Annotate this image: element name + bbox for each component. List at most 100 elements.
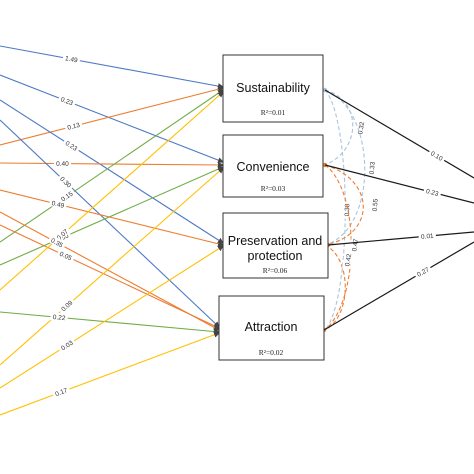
correlation-label-bg [342,250,353,270]
left-path-label: 0.05 [58,251,73,263]
correlation-label-wrap: 0.47 [349,235,360,255]
left-path-label-bg [57,172,76,191]
left-path-line [0,311,220,335]
right-path-label-bg [423,185,442,198]
left-paths-group: 1.490.230.130.230.400.300.150.490.600.05… [0,45,224,416]
preservation-box-rect [222,212,329,279]
left-path-label-bg [50,312,69,322]
correlation-arc [324,89,366,246]
preservation-r2: R²=0.06 [263,266,288,275]
correlation-label: 0.33 [369,161,377,175]
left-path-label: 0.17 [54,387,69,398]
convenience-r2: R²=0.03 [261,184,286,193]
right-path-label: 0.01 [421,233,435,241]
correlation-label: 0.32 [357,121,366,135]
convenience-title: Convenience [237,160,310,174]
correlations-group: 0.32 0.33 0.30 0.55 0.470.42 [321,87,380,333]
left-path-label-bg [64,119,83,132]
right-path-line [327,231,474,246]
sustainability-r2: R²=0.01 [261,108,286,117]
correlation-label-wrap: 0.30 [342,201,351,219]
attraction-title: Attraction [245,320,298,334]
right-path-label-bg [413,263,433,280]
preservation-title-line2: protection [248,249,303,263]
correlation-label-wrap: 0.32 [355,118,366,138]
correlation-label-wrap: 0.42 [342,250,353,270]
left-path-line [0,45,224,90]
left-path-line [0,86,224,146]
left-path-label-wrap: 0.40 [53,158,72,168]
left-path-label-wrap: 0.23 [57,93,77,108]
left-path-line [0,89,224,243]
attraction-box: Attraction R²=0.02 [218,295,325,361]
left-path-line [0,74,224,163]
sustainability-title: Sustainability [236,81,310,95]
correlation-arc [324,89,346,331]
left-path-label-bg [57,296,76,315]
sustainability-box: Sustainability R²=0.01 [222,54,324,123]
left-path-label-bg [56,248,76,263]
left-path-line [0,211,220,331]
correlation-label-bg [369,196,380,214]
left-path-label: 0.22 [52,314,66,322]
convenience-box: Convenience R²=0.03 [222,134,324,198]
left-path-line [0,99,224,244]
left-path-label-bg [57,93,77,108]
preservation-box: Preservation and protection R²=0.06 [222,212,329,279]
left-path-label-wrap: 0.17 [51,384,71,399]
left-path-label-bg [53,158,72,168]
left-path-label-wrap: 0.13 [64,119,83,132]
left-path-label: 0.13 [67,122,81,132]
left-path-label-bg [47,234,67,250]
correlation-label-bg [349,235,360,255]
convenience-box-rect [222,134,324,198]
left-path-label: 0.49 [51,200,65,210]
preservation-title-line1: Preservation and [228,234,323,248]
correlation-label-wrap: 0.33 [366,159,377,177]
correlation-label: 0.55 [372,198,380,212]
left-path-label-bg [57,187,76,205]
correlation-label-bg [366,159,377,177]
left-path-line [0,189,224,247]
attraction-r2: R²=0.02 [259,348,284,357]
correlation-label-bg [355,118,366,138]
correlation-label: 0.42 [344,253,353,267]
right-path-label-wrap: 0.23 [423,185,442,198]
left-path-label: 1.49 [64,55,78,64]
right-path-label-bg [427,147,447,164]
correlation-label: 0.30 [344,203,351,216]
right-paths-group: 0.10 0.23 0.01 0.27 [323,89,474,331]
left-path-label: 0.23 [59,96,74,107]
left-path-line [0,161,224,168]
left-path-label-wrap: 0.05 [56,248,76,263]
left-path-label-wrap: 0.23 [62,137,82,154]
left-path-label-bg [57,336,77,353]
right-path-line [324,89,474,179]
right-path-label: 0.23 [425,188,439,198]
correlation-label-bg [342,201,351,219]
sustainability-box-rect [222,54,324,123]
right-path-label-bg [418,230,437,241]
correlation-label: 0.47 [351,238,360,252]
right-path-line [323,241,474,331]
left-path-line [0,245,224,389]
right-path-label-wrap: 0.10 [427,147,447,164]
correlation-arc [324,244,346,331]
left-path-label-wrap: 0.03 [57,336,77,353]
correlation-arc [324,89,354,166]
left-path-label-bg [51,384,71,399]
left-path-label-bg [62,137,82,154]
left-path-label-wrap: 0.22 [50,312,69,322]
attraction-box-rect [218,295,325,361]
left-path-line [0,166,224,266]
left-path-label-bg [62,53,81,65]
left-path-label: 0.40 [56,161,69,168]
left-path-label-wrap: 0.49 [48,197,68,210]
left-path-line [0,119,220,328]
right-path-label-wrap: 0.27 [413,263,433,280]
correlation-arc [324,164,352,331]
left-path-line [0,331,220,416]
left-path-label-bg [48,197,68,210]
correlation-arc [324,164,364,246]
